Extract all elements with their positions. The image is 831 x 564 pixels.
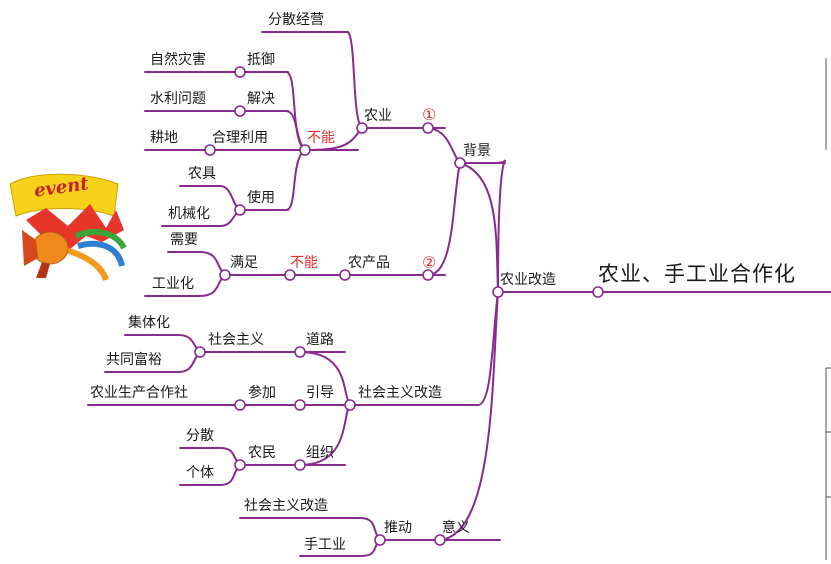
mechanization-topic[interactable]: 机械化 (168, 206, 210, 222)
satisfy-topic[interactable]: 满足 (230, 255, 258, 271)
scattered-topic[interactable]: 分散 (186, 428, 214, 444)
solve-topic[interactable]: 解决 (247, 91, 275, 107)
node (234, 66, 246, 78)
road-topic[interactable]: 道路 (306, 332, 334, 348)
event-logo (9, 173, 127, 282)
promote-topic[interactable]: 推动 (384, 520, 412, 536)
cannot-topic-2[interactable]: 不能 (290, 255, 318, 271)
node (299, 144, 311, 156)
industrialization-topic[interactable]: 工业化 (152, 276, 194, 292)
background-topic[interactable]: 背景 (463, 143, 491, 159)
node (294, 459, 306, 471)
tools-topic[interactable]: 农具 (188, 166, 216, 182)
need-topic[interactable]: 需要 (170, 232, 198, 248)
collectivization-topic[interactable]: 集体化 (128, 315, 170, 331)
individual-topic[interactable]: 个体 (186, 465, 214, 481)
edge-hub-significance (439, 291, 499, 541)
reasonable-use-topic[interactable]: 合理利用 (212, 130, 268, 146)
cannot-topic[interactable]: 不能 (307, 130, 335, 146)
node (454, 157, 466, 169)
disaster-topic[interactable]: 自然灾害 (150, 52, 206, 68)
node (356, 122, 368, 134)
scattered-management[interactable]: 分散经营 (268, 12, 324, 28)
node (194, 346, 206, 358)
join-topic[interactable]: 参加 (248, 385, 276, 401)
farmers-topic[interactable]: 农民 (248, 445, 276, 461)
agriculture-topic[interactable]: 农业 (364, 108, 392, 124)
common-prosperity-topic[interactable]: 共同富裕 (106, 352, 162, 368)
node (234, 105, 246, 117)
marker-one: ① (422, 105, 437, 124)
node (492, 286, 504, 298)
node (284, 269, 296, 281)
node (219, 269, 231, 281)
socialist-transformation-topic[interactable]: 社会主义改造 (358, 385, 442, 401)
use-topic[interactable]: 使用 (247, 190, 275, 206)
handicraft-topic[interactable]: 手工业 (304, 537, 346, 553)
coop-topic[interactable]: 农业生产合作社 (90, 385, 188, 401)
node (294, 346, 306, 358)
significance-topic[interactable]: 意义 (442, 520, 470, 536)
node (294, 399, 306, 411)
node (234, 399, 246, 411)
guide-topic[interactable]: 引导 (306, 385, 334, 401)
root-topic[interactable]: 农业、手工业合作化 (598, 262, 796, 286)
farmland-topic[interactable]: 耕地 (150, 130, 178, 146)
hub-topic[interactable]: 农业改造 (500, 272, 556, 288)
resist-topic[interactable]: 抵御 (247, 52, 275, 68)
node (344, 399, 356, 411)
node (234, 204, 246, 216)
node (234, 459, 246, 471)
socialist-transformation-sub[interactable]: 社会主义改造 (244, 498, 328, 514)
marker-two: ② (422, 253, 437, 272)
socialism-topic[interactable]: 社会主义 (208, 332, 264, 348)
node (374, 534, 386, 546)
node (204, 144, 216, 156)
organize-topic[interactable]: 组织 (306, 445, 334, 461)
node (422, 269, 434, 281)
node (592, 286, 604, 298)
node (422, 122, 434, 134)
node (339, 269, 351, 281)
products-topic[interactable]: 农产品 (348, 255, 390, 271)
water-topic[interactable]: 水利问题 (150, 91, 206, 107)
node (434, 534, 446, 546)
